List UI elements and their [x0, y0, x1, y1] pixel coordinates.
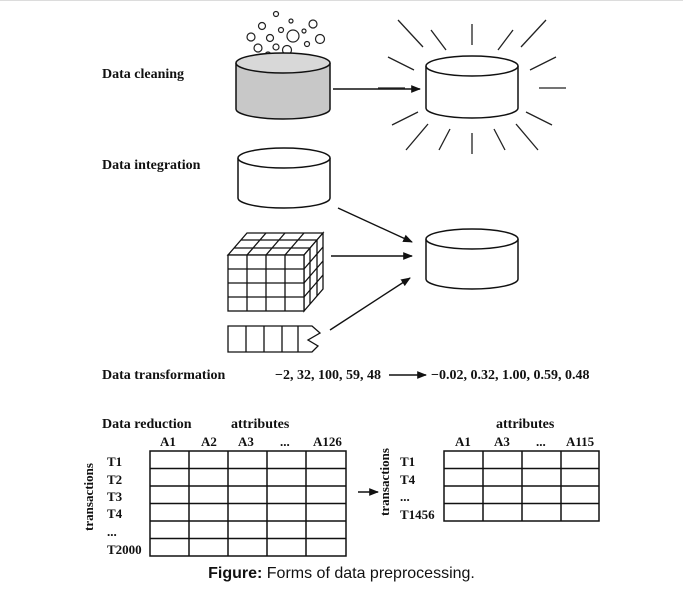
left-row-label: T4 [107, 506, 123, 521]
data-cleaning-label: Data cleaning [102, 67, 184, 82]
right-row-label: T4 [400, 472, 416, 487]
data-integration-label: Data integration [102, 158, 201, 173]
right-column-header: ... [536, 434, 546, 449]
integration-arrow-top [337, 207, 413, 243]
left-attributes-label: attributes [231, 417, 290, 432]
source-database-icon [237, 147, 331, 209]
integration-arrow-bottom [329, 277, 411, 331]
shine-rays-icon [378, 19, 566, 154]
bubbles-icon [246, 10, 326, 59]
right-column-header: A3 [494, 434, 510, 449]
left-row-label: T2000 [107, 542, 142, 557]
right-row-label: T1 [400, 454, 415, 469]
left-column-header: A126 [313, 434, 342, 449]
left-column-header: A3 [238, 434, 254, 449]
right-table-grid [443, 450, 600, 522]
left-column-header: A1 [160, 434, 176, 449]
left-row-label: ... [107, 524, 117, 539]
left-column-header: ... [280, 434, 290, 449]
right-column-header: A1 [455, 434, 471, 449]
integrated-database-icon [425, 228, 519, 290]
dirty-database-icon [235, 52, 331, 120]
left-transactions-label: transactions [81, 463, 96, 531]
top-border [0, 0, 683, 1]
left-row-label: T2 [107, 472, 122, 487]
left-row-label: T3 [107, 489, 123, 504]
left-table-grid [149, 450, 347, 557]
transformation-output-values: −0.02, 0.32, 1.00, 0.59, 0.48 [431, 368, 589, 383]
caption-prefix: Figure: [208, 565, 263, 582]
transformation-input-values: −2, 32, 100, 59, 48 [275, 368, 381, 383]
right-column-header: A115 [566, 434, 595, 449]
right-transactions-label: transactions [377, 448, 392, 516]
right-row-label: T1456 [400, 507, 435, 522]
caption-text: Forms of data preprocessing. [262, 565, 475, 582]
clean-database-icon [425, 55, 519, 119]
right-attributes-label: attributes [496, 417, 555, 432]
right-row-label: ... [400, 489, 410, 504]
data-reduction-label: Data reduction [102, 417, 192, 432]
data-cube-icon [226, 231, 325, 313]
figure-caption: Figure: Forms of data preprocessing. [0, 565, 683, 583]
flat-file-icon [227, 325, 322, 353]
left-column-header: A2 [201, 434, 217, 449]
left-row-label: T1 [107, 454, 122, 469]
data-transformation-label: Data transformation [102, 368, 225, 383]
